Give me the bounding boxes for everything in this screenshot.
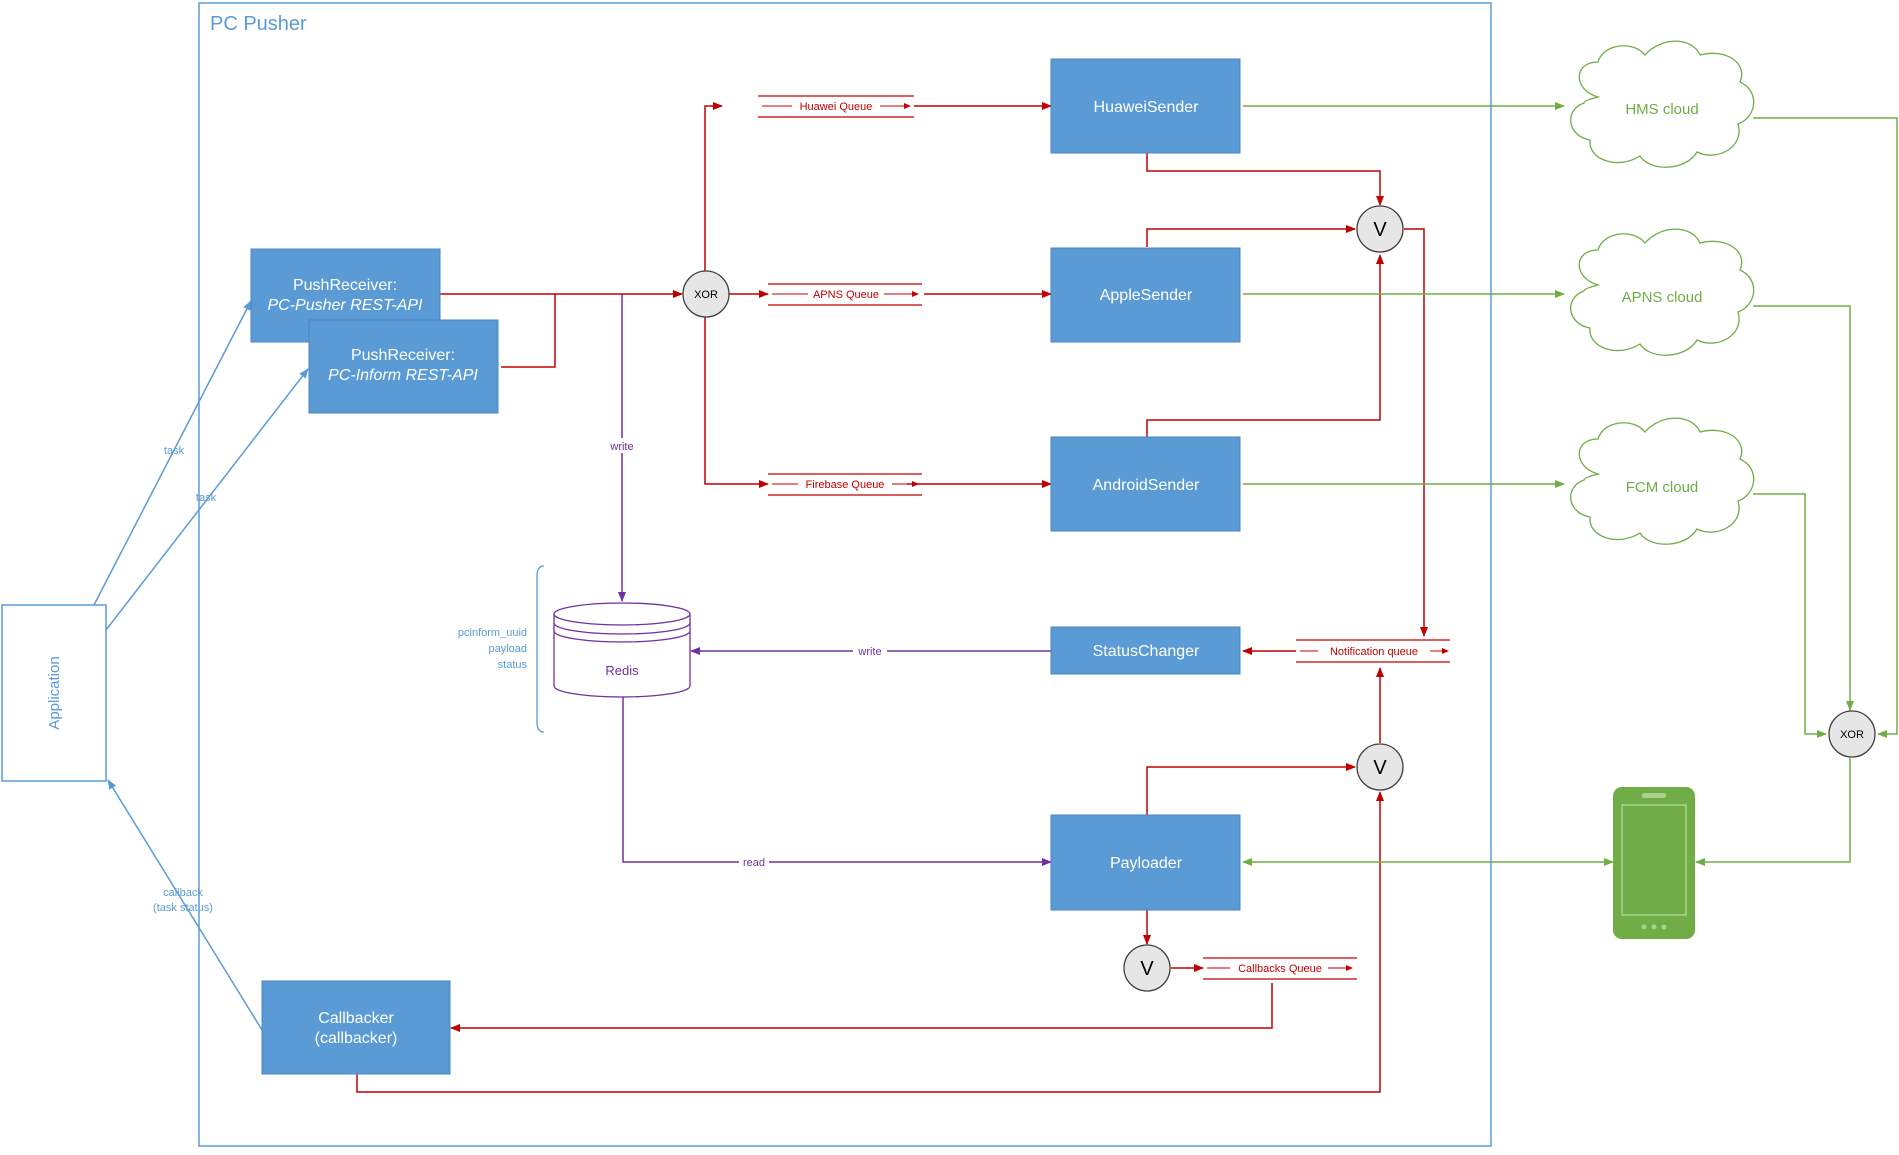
apple-sender-label: AppleSender xyxy=(1100,287,1193,304)
apple-sender[interactable]: AppleSender xyxy=(1050,247,1241,343)
redis-brace xyxy=(536,565,545,733)
callback-arrow xyxy=(107,779,263,1031)
pc-pusher-container xyxy=(198,2,1492,1147)
read-label: read xyxy=(743,857,765,869)
mobile-device-icon xyxy=(1613,787,1695,939)
task-arrow-2 xyxy=(105,368,309,631)
push-receiver-1-subtitle: PC-Pusher REST-API xyxy=(267,297,423,314)
fcm-cloud-label: FCM cloud xyxy=(1626,479,1699,496)
or-gate-callbacks: V xyxy=(1123,944,1171,992)
huawei-sender[interactable]: HuaweiSender xyxy=(1050,58,1241,154)
callback-label-2: (task status) xyxy=(153,902,213,914)
purple-flows xyxy=(618,294,1052,866)
xor-gate-label: XOR xyxy=(694,289,718,301)
redis-field-payload: payload xyxy=(488,643,527,655)
write-label-2: write xyxy=(857,646,881,658)
container-title: PC Pusher xyxy=(210,13,307,35)
push-receiver-2-subtitle: PC-Inform REST-API xyxy=(328,367,478,384)
or-gate-senders-label: V xyxy=(1373,219,1387,241)
or-gate-status-label: V xyxy=(1373,757,1387,779)
callbacker-subtitle: (callbacker) xyxy=(315,1030,398,1047)
or-gate-callbacks-label: V xyxy=(1140,958,1154,980)
redis-field-status: status xyxy=(498,659,528,671)
redis-label: Redis xyxy=(605,663,639,678)
task-label-2: task xyxy=(196,492,217,504)
push-receiver-2-title: PushReceiver: xyxy=(351,347,455,364)
application-label: Application xyxy=(46,656,63,729)
android-sender-label: AndroidSender xyxy=(1093,477,1200,494)
green-flows xyxy=(1242,102,1898,866)
application-flows xyxy=(93,300,309,1031)
xor-gate-clouds: XOR xyxy=(1828,710,1876,758)
firebase-queue-label: Firebase Queue xyxy=(806,479,885,491)
status-changer-label: StatusChanger xyxy=(1093,643,1200,660)
write-label-1: write xyxy=(609,441,633,453)
task-arrow-1 xyxy=(93,300,252,606)
callbacks-queue-label: Callbacks Queue xyxy=(1238,963,1322,975)
status-changer[interactable]: StatusChanger xyxy=(1050,626,1241,675)
callback-label-1: callback xyxy=(163,887,203,899)
hms-cloud-icon: HMS cloud xyxy=(1570,40,1755,168)
notification-queue[interactable]: Notification queue xyxy=(1296,639,1450,663)
or-gate-status: V xyxy=(1356,743,1404,791)
firebase-queue[interactable]: Firebase Queue xyxy=(768,473,922,496)
task-label-1: task xyxy=(164,445,185,457)
xor-gate-router: XOR xyxy=(682,270,730,318)
payloader-label: Payloader xyxy=(1110,855,1183,872)
huawei-sender-label: HuaweiSender xyxy=(1094,99,1200,116)
apns-cloud-icon: APNS cloud xyxy=(1570,228,1755,356)
apns-queue[interactable]: APNS Queue xyxy=(768,283,922,306)
apns-cloud-label: APNS cloud xyxy=(1622,289,1703,306)
callbacks-queue[interactable]: Callbacks Queue xyxy=(1203,957,1357,980)
xor-gate-clouds-label: XOR xyxy=(1840,729,1864,741)
fcm-cloud-icon: FCM cloud xyxy=(1570,417,1755,545)
payloader[interactable]: Payloader xyxy=(1050,814,1241,911)
huawei-queue-label: Huawei Queue xyxy=(800,101,873,113)
or-gate-senders: V xyxy=(1356,205,1404,253)
hms-cloud-label: HMS cloud xyxy=(1625,101,1698,118)
application-box[interactable] xyxy=(1,604,107,782)
red-flows xyxy=(356,102,1428,1093)
callbacker[interactable]: Callbacker (callbacker) xyxy=(261,980,451,1075)
push-receiver-pc-inform[interactable]: PushReceiver: PC-Inform REST-API xyxy=(308,319,499,414)
callbacker-title: Callbacker xyxy=(318,1010,394,1027)
huawei-queue[interactable]: Huawei Queue xyxy=(758,95,914,118)
push-receiver-1-title: PushReceiver: xyxy=(293,277,397,294)
redis-field-uuid: pcinform_uuid xyxy=(458,627,527,639)
apns-queue-label: APNS Queue xyxy=(813,289,879,301)
android-sender[interactable]: AndroidSender xyxy=(1050,436,1241,532)
redis-database[interactable]: Redis xyxy=(553,602,691,698)
notification-queue-label: Notification queue xyxy=(1330,646,1418,658)
